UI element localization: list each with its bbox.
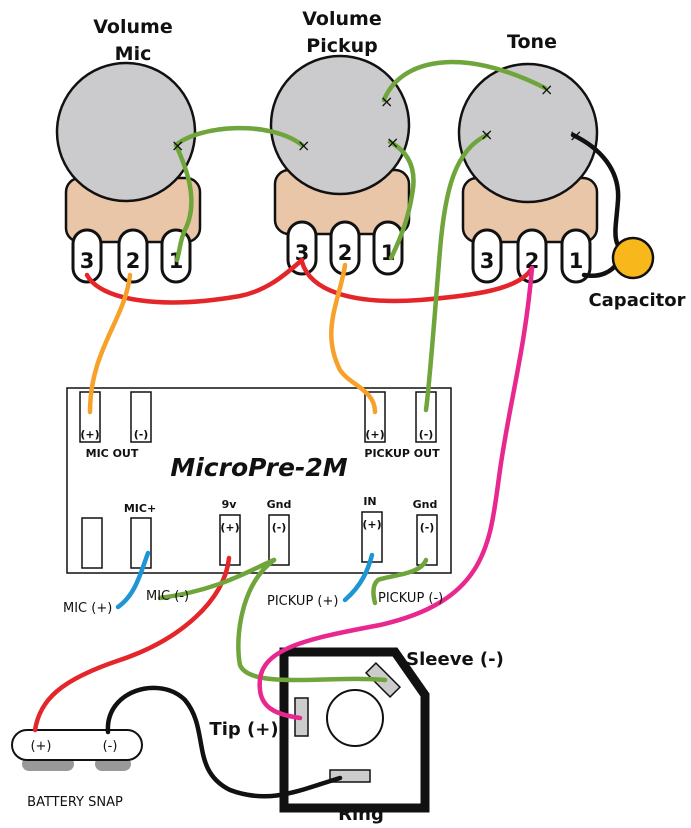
pin-label: (-) (272, 521, 287, 534)
wire-pink-tone-to-tip (257, 265, 535, 721)
capacitor-label: Capacitor (588, 290, 685, 311)
ring-label: Ring (338, 804, 384, 825)
wire-green-pickup-minus (371, 557, 429, 606)
pin-label: (+) (362, 518, 381, 531)
pot-volume-pickup[interactable]: 3 2 1 (269, 54, 411, 276)
mic-out-label: MIC OUT (86, 447, 139, 460)
pin-header: Gnd (413, 498, 438, 511)
pin-gnd-2[interactable] (416, 514, 438, 566)
wire-orange-pickup-wiper (329, 262, 378, 415)
pin-mic-plus[interactable] (130, 517, 152, 569)
label-pickup-minus: PICKUP (-) (378, 591, 443, 606)
pickup-out-label: PICKUP OUT (364, 447, 440, 460)
pot-tone[interactable]: 3 2 1 (457, 62, 599, 284)
solder-point: × (569, 126, 582, 145)
wire-red-mic3-pickup3 (84, 257, 305, 305)
wire-green-gnd-to-sleeve (236, 557, 388, 683)
pot-volume-mic[interactable]: 3 2 1 (55, 61, 202, 284)
lug-2[interactable] (117, 228, 149, 284)
solder-point: × (380, 92, 393, 111)
board-title: MicroPre-2M (170, 453, 347, 482)
battery-snap-body (11, 729, 143, 761)
solder-point: × (480, 125, 493, 144)
pin-label: (-) (420, 521, 435, 534)
lug-1[interactable] (560, 228, 592, 284)
wire-blue-mic-plus (115, 550, 151, 610)
lug-2-label: 2 (338, 241, 353, 265)
jack-hole (326, 689, 384, 747)
sleeve-label: Sleeve (-) (406, 649, 504, 670)
lug-3[interactable] (71, 228, 103, 284)
lug-2-label: 2 (525, 249, 540, 273)
solder-point: × (540, 80, 553, 99)
solder-point: × (171, 136, 184, 155)
lug-3-label: 3 (480, 249, 495, 273)
lug-1[interactable] (372, 220, 404, 276)
lug-3-label: 3 (295, 241, 310, 265)
pin-pickup-out-plus[interactable] (364, 391, 386, 443)
pot-mic-title-line1: Volume (93, 16, 172, 38)
wire-green-pickup-lug1 (387, 139, 416, 261)
pin-gnd[interactable] (268, 514, 290, 566)
pot-knob (55, 61, 197, 203)
pin-label: (+) (220, 521, 239, 534)
wire-red-pickup3-tone2 (299, 259, 535, 304)
pin-mic-out-minus[interactable] (130, 391, 152, 443)
output-jack[interactable] (279, 647, 430, 813)
battery-plus-label: (+) (30, 739, 51, 754)
solder-point: × (386, 133, 399, 152)
wire-black-battery-to-ring (105, 685, 343, 799)
wire-green-mic-lug1 (173, 142, 194, 263)
pin-blank[interactable] (81, 517, 103, 569)
micropre-board[interactable]: (+) (-) (+) (-) MIC OUT PICKUP OUT Micro… (66, 387, 452, 574)
lug-3[interactable] (471, 228, 503, 284)
pin-label: (-) (419, 428, 434, 441)
pot-knob (269, 54, 411, 196)
battery-snap[interactable]: (+) (-) (11, 729, 143, 771)
pin-header: Gnd (267, 498, 292, 511)
pot-knob (457, 62, 599, 204)
lug-1-label: 1 (569, 249, 584, 273)
lug-3[interactable] (286, 220, 318, 276)
label-mic-plus: MIC (+) (63, 601, 112, 616)
pot-pickup-title-line1: Volume (302, 8, 381, 30)
label-pickup-plus: PICKUP (+) (267, 594, 338, 609)
pin-label: (+) (80, 428, 99, 441)
wire-blue-pickup-plus (342, 552, 375, 603)
pin-label: (+) (365, 428, 384, 441)
wire-green-tone-to-pickup-out (423, 132, 490, 413)
wire-red-9v-battery (32, 555, 232, 733)
pin-label: (-) (134, 428, 149, 441)
wire-green-mic-to-pickup (173, 125, 305, 148)
battery-snap-label: BATTERY SNAP (27, 795, 123, 810)
pin-header: 9v (222, 498, 238, 511)
battery-minus-label: (-) (103, 739, 118, 754)
tip-label: Tip (+) (209, 719, 278, 740)
capacitor[interactable] (611, 236, 655, 280)
wire-green-mic-minus (157, 557, 277, 601)
solder-point: × (297, 136, 310, 155)
label-mic-minus: MIC (-) (146, 589, 189, 604)
pot-tone-title: Tone (507, 31, 557, 53)
pin-header: MIC+ (124, 502, 156, 515)
pin-header: IN (363, 495, 376, 508)
pot-mic-title-line2: Mic (115, 43, 152, 65)
lug-3-label: 3 (80, 249, 95, 273)
wire-green-pickup-to-tone (381, 59, 548, 103)
wire-orange-mic-wiper (87, 272, 133, 415)
lug-2-label: 2 (126, 249, 141, 273)
pot-pickup-title-line2: Pickup (306, 35, 377, 57)
